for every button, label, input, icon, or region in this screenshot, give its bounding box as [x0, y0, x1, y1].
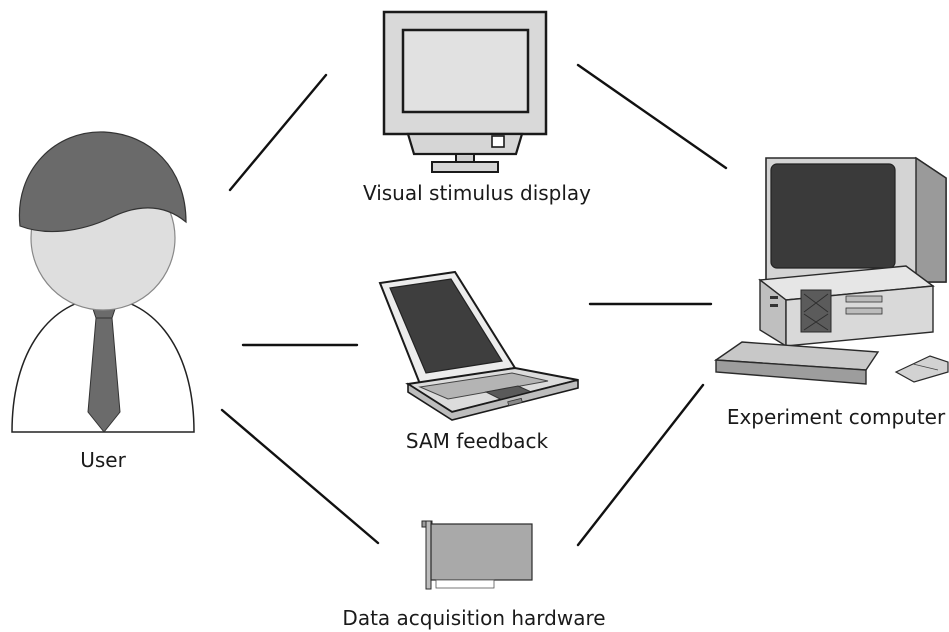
expansion-card-icon: [421, 520, 533, 590]
desktop-computer-icon: [713, 156, 949, 385]
edge-user-visual-display: [228, 73, 328, 192]
experiment-computer-label: Experiment computer: [727, 405, 946, 429]
sam-feedback-label: SAM feedback: [406, 429, 549, 453]
laptop-icon: [378, 270, 579, 421]
user-label: User: [80, 448, 126, 472]
daq-hardware-label: Data acquisition hardware: [342, 606, 605, 630]
monitor-icon: [382, 10, 548, 173]
visual-display-label: Visual stimulus display: [363, 181, 591, 205]
edge-daq-hardware-computer: [576, 383, 705, 547]
edge-visual-display-computer: [576, 63, 728, 170]
connections: [220, 63, 728, 547]
edge-user-daq-hardware: [220, 408, 380, 545]
person-icon: [11, 131, 195, 433]
